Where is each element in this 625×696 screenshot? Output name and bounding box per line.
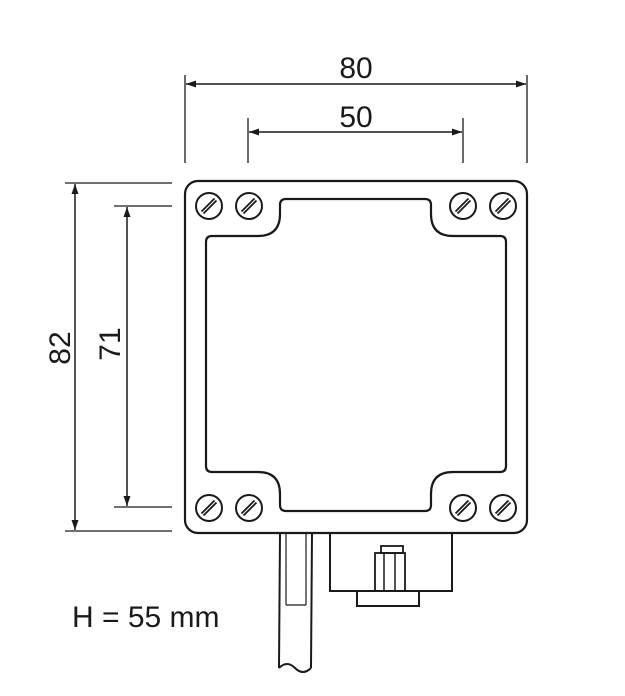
enclosure-body [183, 179, 529, 535]
slotted-screw-head-icon [489, 494, 517, 522]
slotted-screw-head-icon [489, 192, 517, 220]
slotted-screw-head-icon [449, 494, 477, 522]
cable-break-line [278, 663, 312, 673]
screw-spacing-horizontal-dimension: 50 [247, 101, 464, 163]
cable [278, 532, 313, 673]
slotted-screw-head-icon [235, 494, 263, 522]
slotted-screw-head-icon [195, 494, 223, 522]
slotted-screw-head-icon [449, 192, 477, 220]
enclosure-cover-outline [204, 197, 508, 513]
slotted-screw-head-icon [195, 192, 223, 220]
screw-spacing-vertical-dimension: 71 [94, 205, 172, 508]
housing-height-note: H = 55 mm [72, 601, 220, 634]
slotted-screw-head-icon [235, 192, 263, 220]
screw-spacing-vertical-label: 71 [94, 327, 127, 360]
width-dimension-label: 80 [339, 52, 372, 85]
height-dimension: 82 [44, 182, 172, 532]
width-dimension: 80 [184, 52, 528, 163]
connector [329, 532, 453, 607]
screw-spacing-horizontal-label: 50 [339, 101, 372, 134]
screws [195, 192, 517, 522]
height-dimension-label: 82 [44, 331, 77, 364]
